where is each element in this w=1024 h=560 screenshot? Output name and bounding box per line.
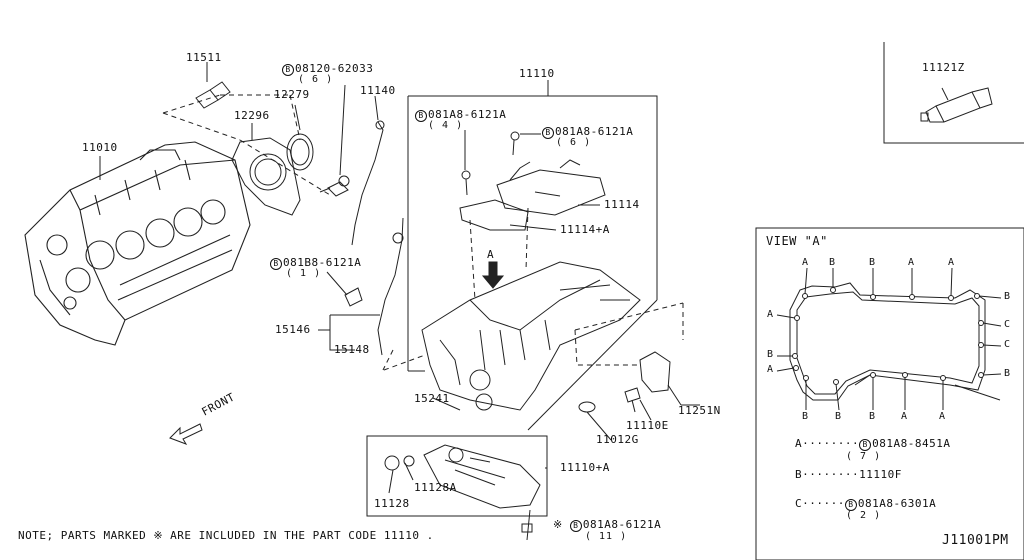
gasket-drawing [639,351,671,393]
legend-row-b: B········11110F [795,469,902,481]
sensor-wire-drawing [351,120,385,246]
view-a-pan-outline [789,282,1001,401]
circle-b-icon: B [282,64,294,76]
legend-dots: ········ [802,437,860,450]
drain-bolt-drawing [624,387,641,413]
part-label-11110a: 11110+A [560,461,610,474]
drain-plug-drawing [384,455,415,471]
part-label-11511: 11511 [186,51,222,64]
view-a-leaders [776,267,1002,411]
part-label-15148: 15148 [334,343,370,356]
seal-retainer-drawing [231,137,301,216]
view-point-bottom-4: A [901,411,908,422]
bolt-part-number: 081A8-6121A [582,518,662,531]
view-point-left-3: A [767,364,774,375]
lower-oil-pan-drawing [423,444,541,509]
legend-dots: ······ [802,497,845,510]
part-label-12296: 12296 [234,109,270,122]
view-point-bottom-2: B [835,411,842,422]
part-label-11114: 11114 [604,198,640,211]
part-label-11251n: 11251N [678,404,721,417]
view-point-top-5: A [948,257,955,268]
o-ring-drawing [578,401,596,413]
view-point-top-1: A [802,257,809,268]
legend-part: 081A8-8451A [872,437,951,450]
view-point-left-2: B [767,349,774,360]
view-a-arrow-icon [481,261,505,289]
arrow-a-label: A [487,248,495,261]
part-label-11010: 11010 [82,141,118,154]
bolt-drawing [319,175,350,197]
sealant-tube-icon [920,87,993,123]
view-point-top-4: A [908,257,915,268]
view-point-left-1: A [767,309,774,320]
part-label-11140: 11140 [360,84,396,97]
engine-block-drawing [24,141,251,346]
view-point-top-2: B [829,257,836,268]
front-arrow-icon [169,423,203,445]
oil-seal-drawing [286,133,314,171]
circle-b-icon: B [569,520,582,532]
part-label-11110: 11110 [519,67,555,80]
bolt-part-number: 081A8-6121A [428,108,507,121]
legend-key: B [795,468,803,481]
circle-b-icon: B [844,499,857,511]
asterisk-mark: ※ [553,518,563,531]
dowel-pin-drawing [195,81,231,109]
circle-b-icon: B [859,439,872,451]
view-point-right-3: C [1004,339,1011,350]
view-point-bottom-5: A [939,411,946,422]
bolt-qty-081a8-4: ( 4 ) [428,120,464,131]
legend-dots: ········ [802,468,860,481]
bottom-bolt-drawing [521,523,533,533]
legend-part: 11110F [859,468,902,481]
view-point-right-2: C [1004,319,1011,330]
bolt-qty-081a8-6: ( 6 ) [556,137,592,148]
circle-b-icon: B [415,110,427,122]
bolt-qty-081a8-11: ( 11 ) [585,531,628,542]
part-label-15241: 15241 [414,392,450,405]
view-point-bottom-1: B [802,411,809,422]
view-point-top-3: B [869,257,876,268]
bolt-part-number: 081B8-6121A [283,256,362,269]
part-label-11128: 11128 [374,497,410,510]
part-label-11121z: 11121Z [922,61,965,74]
legend-qty-c: ( 2 ) [846,510,882,521]
view-point-right-1: B [1004,291,1011,302]
view-point-bottom-3: B [869,411,876,422]
diagram-code: J11001PM [942,533,1009,548]
view-a-bolt-holes [792,287,984,385]
legend-part: 081A8-6301A [857,497,937,510]
baffle-plate-drawing [459,131,606,231]
legend-key: A [795,437,803,450]
part-label-11128a: 11128A [414,481,457,494]
legend-qty-a: ( 7 ) [846,451,882,462]
part-label-11012g: 11012G [596,433,639,446]
bolt-part-number: 08120-62033 [295,62,374,75]
part-label-15146: 15146 [275,323,311,336]
bolt-qty-08120: ( 6 ) [298,74,334,85]
legend-key: C [795,497,803,510]
bolt-part-number: 081A8-6121A [555,125,634,138]
view-a-title: VIEW "A" [766,234,828,248]
bolt-qty-081b8: ( 1 ) [286,268,322,279]
dipstick-drawing [344,217,404,356]
view-point-right-4: B [1004,368,1011,379]
footer-note: NOTE; PARTS MARKED ※ ARE INCLUDED IN THE… [18,529,434,542]
upper-oil-pan-drawing [421,261,641,411]
part-label-11110e: 11110E [626,419,669,432]
part-label-12279: 12279 [274,88,310,101]
circle-b-icon: B [542,127,554,139]
part-label-11114a: 11114+A [560,223,610,236]
circle-b-icon: B [270,258,282,270]
